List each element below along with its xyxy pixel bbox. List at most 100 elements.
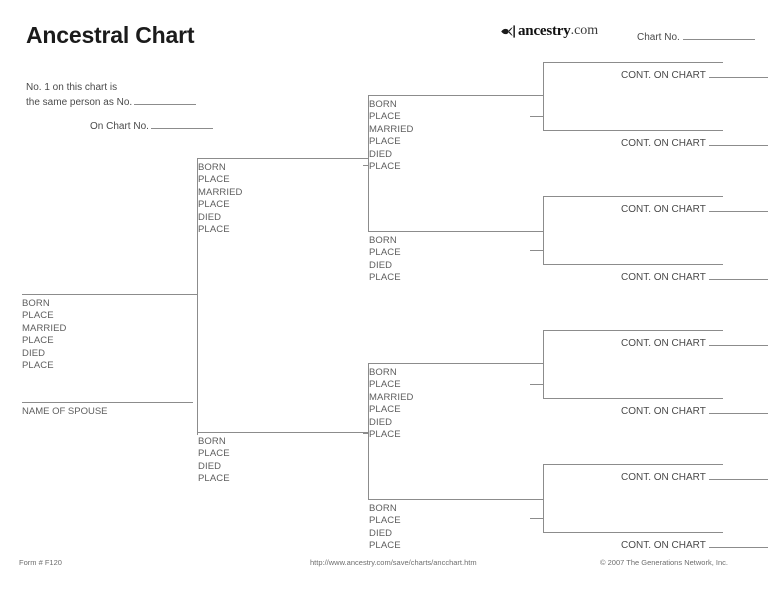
person-fields: BORN PLACE MARRIED PLACE DIED PLACE bbox=[369, 364, 543, 441]
ancestry-logo: ancestry.com bbox=[500, 21, 598, 41]
connector-gen3b-spine bbox=[368, 363, 369, 500]
person-block-2[interactable]: BORN PLACE MARRIED PLACE DIED PLACE bbox=[198, 158, 368, 236]
field-died: DIED bbox=[22, 347, 46, 359]
field-place-2: PLACE bbox=[369, 540, 401, 552]
person-name-rule bbox=[22, 294, 193, 295]
field-place-3: PLACE bbox=[369, 429, 401, 441]
chart-no-blank[interactable] bbox=[682, 30, 755, 40]
connector-gen2b-stub bbox=[363, 433, 369, 434]
cont-label-text: CONT. ON CHART bbox=[621, 406, 706, 417]
connector-gen3c-stub bbox=[530, 384, 544, 385]
bracket-bottom-rule bbox=[543, 130, 723, 131]
person-fields: BORN PLACE MARRIED PLACE DIED PLACE bbox=[198, 159, 368, 236]
spouse-name-block[interactable]: NAME OF SPOUSE bbox=[22, 402, 193, 418]
bracket-top-rule bbox=[543, 464, 723, 465]
person-block-3[interactable]: BORN PLACE DIED PLACE bbox=[198, 432, 368, 486]
connector-gen2-spine bbox=[197, 158, 198, 435]
bracket-bottom-rule bbox=[543, 398, 723, 399]
cont-chart-blank[interactable] bbox=[708, 136, 768, 146]
xref-line-2: the same person as No. bbox=[26, 95, 213, 110]
person-fields: BORN PLACE MARRIED PLACE DIED PLACE bbox=[369, 96, 543, 173]
cross-reference-note: No. 1 on this chart is the same person a… bbox=[26, 81, 213, 134]
connector-gen2a-stub bbox=[363, 165, 369, 166]
cont-on-chart-3[interactable]: CONT. ON CHART bbox=[621, 202, 768, 215]
field-married: MARRIED bbox=[22, 322, 67, 334]
chart-no-label: Chart No. bbox=[637, 32, 680, 43]
on-chart-no-blank[interactable] bbox=[150, 119, 213, 129]
cont-label-text: CONT. ON CHART bbox=[621, 272, 706, 283]
person-block-5[interactable]: BORN PLACE DIED PLACE bbox=[369, 231, 543, 285]
field-place-3: PLACE bbox=[22, 360, 54, 372]
field-place-3: PLACE bbox=[369, 161, 401, 173]
field-born: BORN bbox=[369, 235, 397, 246]
cont-on-chart-6[interactable]: CONT. ON CHART bbox=[621, 404, 768, 417]
cont-chart-blank[interactable] bbox=[708, 270, 768, 280]
field-place-1: PLACE bbox=[369, 247, 401, 259]
person-name-rule bbox=[369, 363, 543, 364]
ancestry-leaf-icon bbox=[500, 24, 517, 39]
connector-gen3a-stub bbox=[530, 116, 544, 117]
bracket-top-rule bbox=[543, 196, 723, 197]
cont-chart-blank[interactable] bbox=[708, 202, 768, 212]
cont-chart-blank[interactable] bbox=[708, 404, 768, 414]
cont-label-text: CONT. ON CHART bbox=[621, 338, 706, 349]
xref-line-3-label: On Chart No. bbox=[90, 121, 149, 132]
cont-label-text: CONT. ON CHART bbox=[621, 70, 706, 81]
spouse-name-rule bbox=[22, 402, 193, 403]
person-fields: BORN PLACE DIED PLACE bbox=[369, 232, 543, 285]
field-born: BORN bbox=[198, 162, 226, 173]
bracket-spine bbox=[543, 62, 544, 130]
field-died: DIED bbox=[369, 527, 393, 539]
field-born: BORN bbox=[198, 436, 226, 447]
xref-line-1: No. 1 on this chart is bbox=[26, 82, 118, 93]
bracket-top-rule bbox=[543, 62, 723, 63]
cont-chart-blank[interactable] bbox=[708, 68, 768, 78]
field-place-2: PLACE bbox=[198, 473, 230, 485]
field-died: DIED bbox=[198, 211, 222, 223]
person-name-rule bbox=[369, 95, 543, 96]
connector-gen3a-spine bbox=[368, 95, 369, 232]
field-born: BORN bbox=[369, 367, 397, 378]
connector-gen1-stub bbox=[193, 294, 198, 295]
cont-on-chart-2[interactable]: CONT. ON CHART bbox=[621, 136, 768, 149]
field-married: MARRIED bbox=[198, 186, 243, 198]
person-block-7[interactable]: BORN PLACE DIED PLACE bbox=[369, 499, 543, 553]
field-place-1: PLACE bbox=[198, 448, 230, 460]
page-title: Ancestral Chart bbox=[26, 22, 195, 48]
person-block-6[interactable]: BORN PLACE MARRIED PLACE DIED PLACE bbox=[369, 363, 543, 441]
cont-chart-blank[interactable] bbox=[708, 538, 768, 548]
spouse-label: NAME OF SPOUSE bbox=[22, 406, 108, 417]
field-place-1: PLACE bbox=[22, 310, 54, 322]
cont-on-chart-5[interactable]: CONT. ON CHART bbox=[621, 336, 768, 349]
field-place-2: PLACE bbox=[369, 272, 401, 284]
field-married: MARRIED bbox=[369, 123, 414, 135]
brand-tld: .com bbox=[570, 23, 599, 38]
field-place-2: PLACE bbox=[369, 404, 401, 416]
cont-on-chart-1[interactable]: CONT. ON CHART bbox=[621, 68, 768, 81]
cont-chart-blank[interactable] bbox=[708, 336, 768, 346]
xref-line-3: On Chart No. bbox=[26, 119, 213, 134]
person-fields: BORN PLACE DIED PLACE bbox=[369, 500, 543, 553]
field-place-1: PLACE bbox=[369, 111, 401, 123]
field-died: DIED bbox=[369, 259, 393, 271]
cont-on-chart-4[interactable]: CONT. ON CHART bbox=[621, 270, 768, 283]
bracket-bottom-rule bbox=[543, 532, 723, 533]
field-place-3: PLACE bbox=[198, 224, 230, 236]
connector-gen3b-stub bbox=[530, 250, 544, 251]
continuation-bracket-4 bbox=[543, 464, 723, 533]
cont-chart-blank[interactable] bbox=[708, 470, 768, 480]
field-married: MARRIED bbox=[369, 391, 414, 403]
same-person-no-blank[interactable] bbox=[134, 95, 197, 105]
field-place-1: PLACE bbox=[369, 379, 401, 391]
field-place-1: PLACE bbox=[198, 174, 230, 186]
cont-on-chart-8[interactable]: CONT. ON CHART bbox=[621, 538, 768, 551]
field-died: DIED bbox=[198, 460, 222, 472]
cont-on-chart-7[interactable]: CONT. ON CHART bbox=[621, 470, 768, 483]
cont-label-text: CONT. ON CHART bbox=[621, 204, 706, 215]
field-place-2: PLACE bbox=[369, 136, 401, 148]
person-block-1[interactable]: BORN PLACE MARRIED PLACE DIED PLACE bbox=[22, 294, 193, 372]
chart-no-field[interactable]: Chart No. bbox=[637, 30, 755, 43]
bracket-spine bbox=[543, 196, 544, 264]
person-block-4[interactable]: BORN PLACE MARRIED PLACE DIED PLACE bbox=[369, 95, 543, 173]
